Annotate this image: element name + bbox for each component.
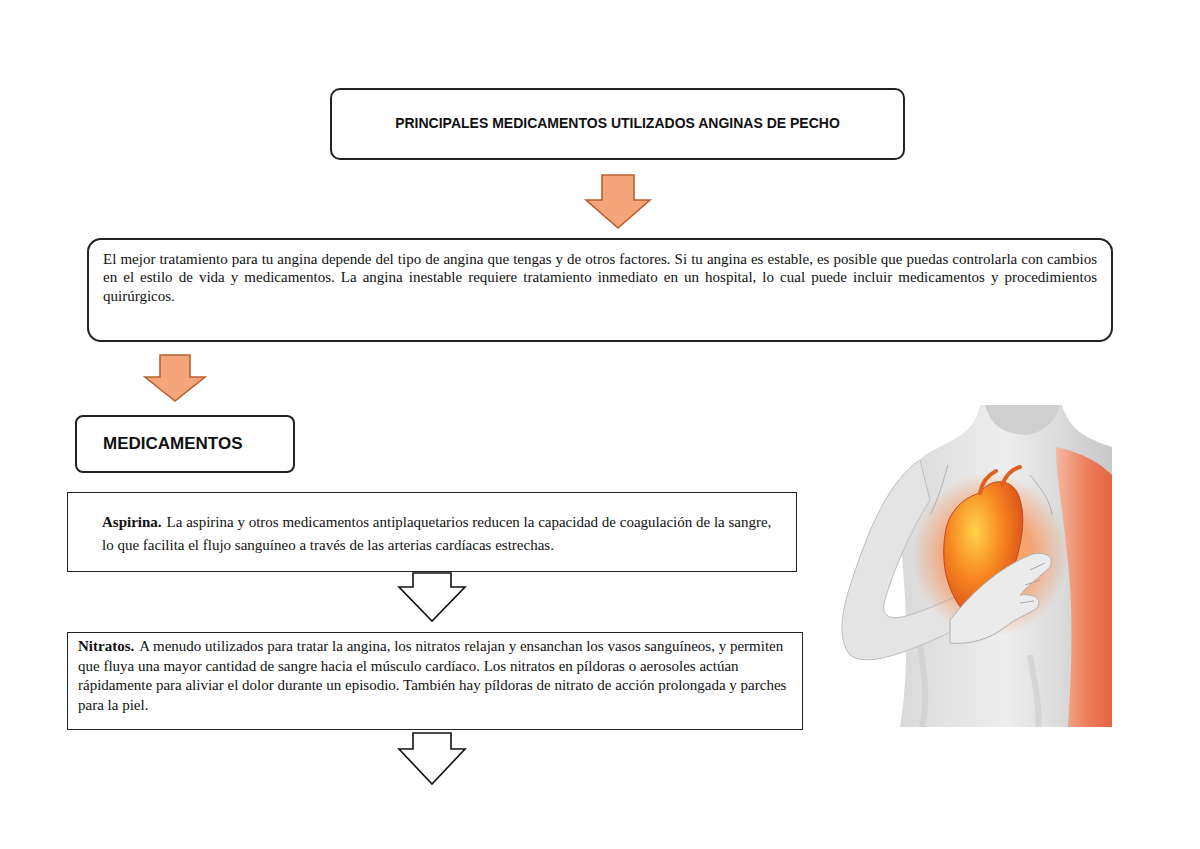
box-text: El mejor tratamiento para tu angina depe… bbox=[103, 251, 1097, 304]
title-box: PRINCIPALES MEDICAMENTOS UTILIZADOS ANGI… bbox=[330, 88, 905, 160]
box-heading: Nitratos. bbox=[78, 638, 134, 654]
text-holder: Nitratos.A menudo utilizados para tratar… bbox=[78, 637, 792, 715]
medication-box: Nitratos.A menudo utilizados para tratar… bbox=[67, 632, 803, 730]
text-holder: El mejor tratamiento para tu angina depe… bbox=[103, 250, 1097, 305]
chest-pain-illustration bbox=[830, 405, 1112, 727]
box-text: A menudo utilizados para tratar la angin… bbox=[78, 638, 786, 713]
box-text: MEDICAMENTOS bbox=[103, 434, 242, 453]
text-holder: PRINCIPALES MEDICAMENTOS UTILIZADOS ANGI… bbox=[395, 115, 840, 133]
description-box: El mejor tratamiento para tu angina depe… bbox=[87, 238, 1113, 342]
box-text: PRINCIPALES MEDICAMENTOS UTILIZADOS ANGI… bbox=[395, 115, 840, 131]
block-arrow-connector bbox=[586, 175, 650, 228]
trailing-outline-arrow bbox=[399, 733, 465, 784]
section-box: MEDICAMENTOS bbox=[75, 415, 295, 473]
block-arrow-connector bbox=[145, 355, 205, 401]
box-heading: Aspirina. bbox=[102, 514, 162, 530]
block-arrow-connector bbox=[399, 573, 465, 621]
text-holder: MEDICAMENTOS bbox=[103, 434, 242, 454]
medication-box: Aspirina.La aspirina y otros medicamento… bbox=[67, 492, 797, 572]
box-text: La aspirina y otros medicamentos antipla… bbox=[102, 514, 771, 553]
text-holder: Aspirina.La aspirina y otros medicamento… bbox=[102, 511, 784, 558]
